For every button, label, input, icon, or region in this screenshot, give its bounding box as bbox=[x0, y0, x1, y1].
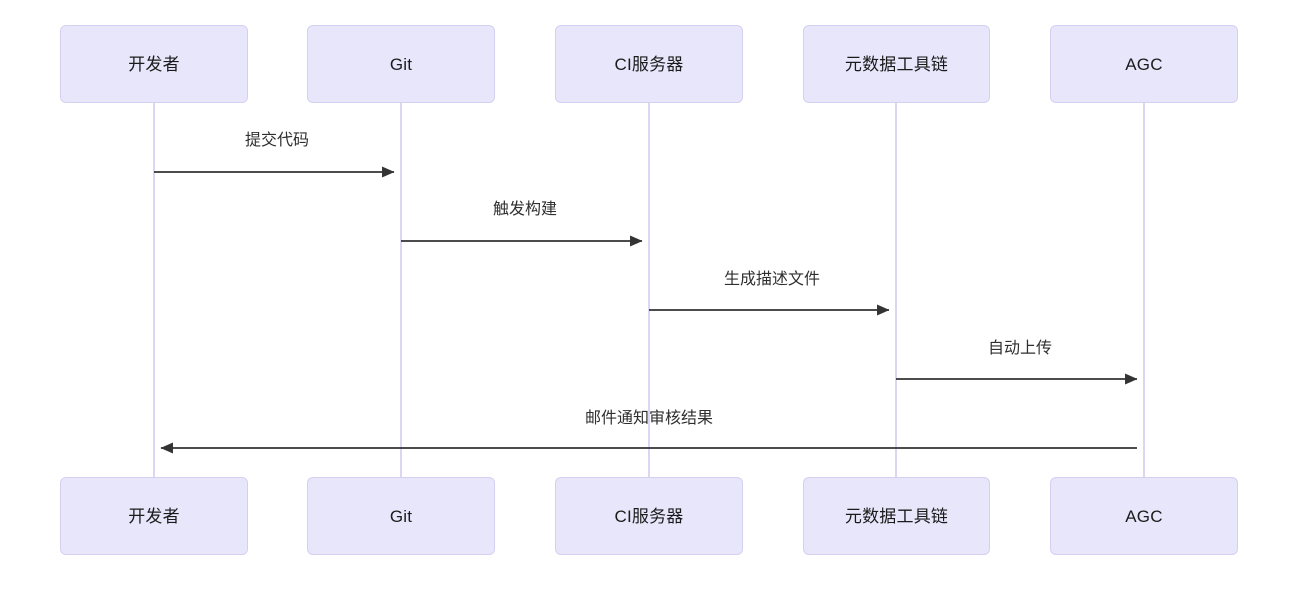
participant-box-metadata-toolchain-bottom[interactable]: 元数据工具链 bbox=[803, 477, 990, 555]
participant-box-metadata-toolchain-top[interactable]: 元数据工具链 bbox=[803, 25, 990, 103]
participant-box-ci-server-bottom[interactable]: CI服务器 bbox=[555, 477, 743, 555]
participant-label-ci-server: CI服务器 bbox=[614, 54, 684, 74]
participant-box-agc-top[interactable]: AGC bbox=[1050, 25, 1238, 103]
participant-box-git-bottom[interactable]: Git bbox=[307, 477, 495, 555]
message-label-2: 触发构建 bbox=[492, 201, 558, 218]
participant-label-ci-server: CI服务器 bbox=[614, 506, 684, 526]
participant-box-git-top[interactable]: Git bbox=[307, 25, 495, 103]
participant-label-developer: 开发者 bbox=[128, 506, 180, 526]
message-label-4: 自动上传 bbox=[987, 340, 1053, 357]
participant-box-ci-server-top[interactable]: CI服务器 bbox=[555, 25, 743, 103]
message-label-1: 提交代码 bbox=[244, 132, 310, 149]
participant-label-git: Git bbox=[389, 54, 413, 74]
participant-label-agc: AGC bbox=[1125, 54, 1163, 74]
participant-box-developer-bottom[interactable]: 开发者 bbox=[60, 477, 248, 555]
participant-box-agc-bottom[interactable]: AGC bbox=[1050, 477, 1238, 555]
participant-label-metadata-toolchain: 元数据工具链 bbox=[844, 54, 949, 74]
participant-label-metadata-toolchain: 元数据工具链 bbox=[844, 506, 949, 526]
participant-label-agc: AGC bbox=[1125, 506, 1163, 526]
participant-label-developer: 开发者 bbox=[128, 54, 180, 74]
lifelines-group bbox=[153, 103, 1145, 477]
message-label-3: 生成描述文件 bbox=[723, 271, 821, 288]
message-label-5: 邮件通知审核结果 bbox=[584, 410, 714, 427]
message-arrows-group bbox=[154, 166, 1138, 454]
participant-label-git: Git bbox=[389, 506, 413, 526]
participant-box-developer-top[interactable]: 开发者 bbox=[60, 25, 248, 103]
